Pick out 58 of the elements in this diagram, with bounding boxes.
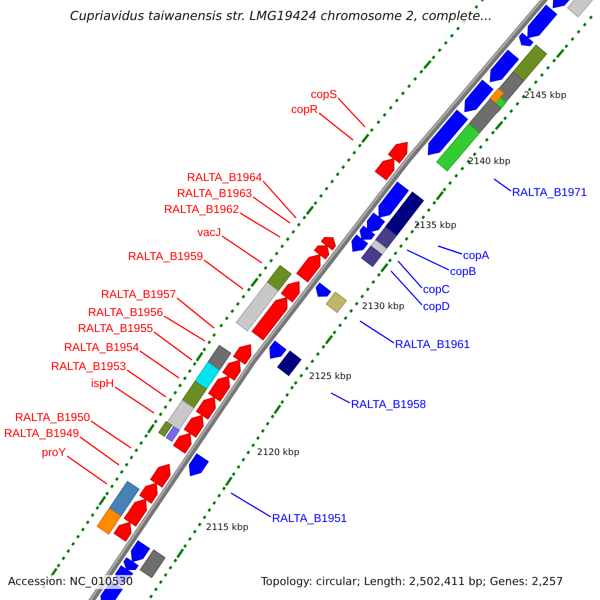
gene-label: RALTA_B1957 [100, 288, 176, 302]
gene-label: RALTA_B1950 [14, 411, 90, 425]
leader-line [390, 270, 422, 306]
leader-line [262, 180, 296, 218]
footer-text: Topology: circular; Length: 2,502,411 bp; Genes: 2,257 [261, 575, 564, 589]
leader-line [406, 249, 450, 271]
scale-label: 2120 kbp [257, 448, 300, 459]
gene-label: copB [450, 265, 476, 279]
leader-line [154, 332, 192, 360]
map-title: Cupriavidus taiwanensis str. LMG19424 chromosome 2, complete... [70, 9, 492, 23]
leader-line [80, 436, 120, 466]
footer-text: Accession: NC_010530 [8, 575, 134, 589]
leader-line [114, 386, 154, 414]
leader-line [338, 98, 366, 128]
leader-line [222, 236, 262, 264]
scale-label: 2145 kbp [524, 91, 566, 102]
gene-label: copS [310, 88, 337, 102]
scale-label: 2115 kbp [206, 523, 248, 534]
gene-label: RALTA_B1971 [512, 186, 588, 200]
leader-line [66, 456, 108, 484]
leader-line [398, 260, 422, 288]
gene-label: RALTA_B1953 [50, 360, 126, 374]
leader-line [252, 196, 290, 224]
leader-line [230, 492, 272, 518]
scale-label: 2140 kbp [468, 157, 510, 168]
leader-line [360, 320, 394, 344]
leader-line [204, 260, 244, 290]
leader-line [438, 245, 462, 255]
gene-label: proY [42, 446, 66, 460]
gene-label: RALTA_B1954 [64, 341, 139, 355]
gene-label: vacJ [197, 226, 221, 240]
gene-label: RALTA_B1958 [351, 398, 426, 412]
leader-line [330, 392, 350, 404]
scale-label: 2125 kbp [309, 372, 352, 383]
gene-label: RALTA_B1955 [78, 322, 153, 336]
gene-label: copD [423, 300, 450, 314]
gene-label: RALTA_B1956 [88, 306, 163, 320]
leader-line [90, 420, 132, 448]
leader-line [176, 298, 214, 328]
leader-line [318, 112, 354, 140]
gene-label: RALTA_B1951 [272, 512, 348, 526]
gene-label: RALTA_B1962 [164, 203, 239, 217]
gene-label: RALTA_B1959 [128, 250, 203, 264]
gene-label: copC [423, 283, 450, 297]
leader-line [240, 212, 280, 238]
gene-label: copA [463, 249, 490, 263]
gene-label: ispH [90, 377, 114, 391]
leader-line [140, 350, 180, 378]
scale-label: 2135 kbp [414, 221, 456, 232]
leader-line [126, 370, 166, 398]
gene-label: RALTA_B1963 [176, 187, 252, 201]
leader-line [164, 315, 206, 342]
gene-label: RALTA_B1964 [186, 171, 262, 185]
scale-label: 2130 kbp [362, 302, 404, 313]
leader-line [494, 178, 512, 192]
gene-label: copR [291, 103, 318, 117]
gene-label: RALTA_B1949 [4, 427, 79, 441]
gene-label: RALTA_B1961 [395, 338, 470, 352]
